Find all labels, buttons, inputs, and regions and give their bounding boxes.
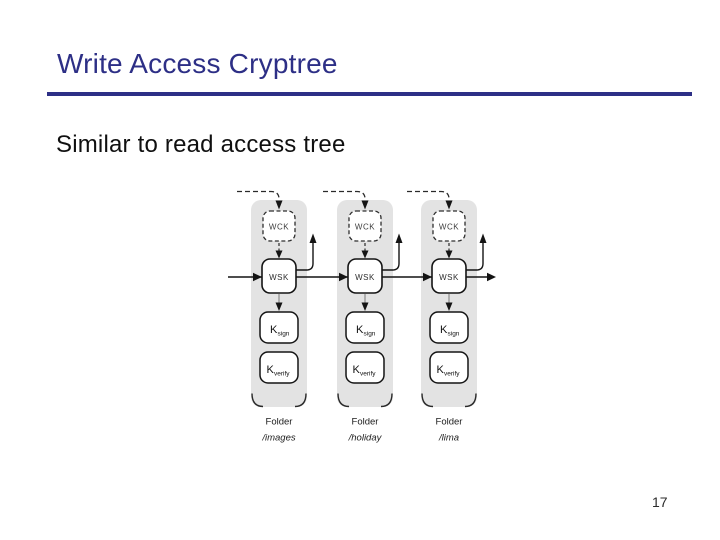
wsk-box <box>347 258 383 294</box>
arrowhead-into-wsk-2 <box>339 272 348 282</box>
wsk-up-elbow-line <box>284 242 314 271</box>
folder-column-lima: WCK WSK K sign K verify Folder /lima <box>407 190 487 444</box>
ksign-label-main: K <box>270 324 278 336</box>
column-bottom-left-arc <box>421 393 434 408</box>
arrowhead-into-wsk-3 <box>423 272 432 282</box>
wck-label: WCK <box>355 223 375 232</box>
down-arrowhead-into-ksign <box>275 302 283 311</box>
kverify-box <box>259 351 299 384</box>
folder-label: Folder <box>436 417 463 428</box>
wck-box <box>262 210 296 242</box>
dashed-key-inflow-line <box>323 190 366 200</box>
wck-label: WCK <box>439 223 459 232</box>
arrowhead-into-wsk-1 <box>253 272 262 282</box>
up-arrowhead <box>309 233 317 243</box>
up-arrowhead <box>395 233 403 243</box>
kverify-box <box>345 351 385 384</box>
folder-name: /holiday <box>348 433 383 444</box>
column-bottom-right-arc <box>464 393 477 408</box>
wsk-label: WSK <box>269 273 289 282</box>
down-arrowhead-into-wck <box>445 200 453 210</box>
wsk-box <box>431 258 467 294</box>
ksign-box <box>429 311 469 344</box>
kverify-label-main: K <box>353 364 361 376</box>
kverify-label-sub: verify <box>360 371 376 378</box>
wck-box <box>432 210 466 242</box>
wsk-label: WSK <box>355 273 375 282</box>
folder-label: Folder <box>352 417 379 428</box>
wck-label: WCK <box>269 223 289 232</box>
down-arrowhead-into-wsk <box>275 250 283 259</box>
ksign-box <box>259 311 299 344</box>
kverify-label-sub: verify <box>274 371 290 378</box>
kverify-label-sub: verify <box>444 371 460 378</box>
folder-column-holiday: WCK WSK K sign K verify Folder /holiday <box>323 190 403 444</box>
dashed-key-inflow-line <box>237 190 280 200</box>
wsk-label: WSK <box>439 273 459 282</box>
page-number: 17 <box>652 494 668 510</box>
column-bottom-right-arc <box>380 393 393 408</box>
down-arrowhead-into-wsk <box>445 250 453 259</box>
folder-column-images: WCK WSK K sign K verify Folder /images <box>237 190 317 444</box>
ksign-label-main: K <box>356 324 364 336</box>
kverify-label-main: K <box>267 364 275 376</box>
up-arrowhead <box>479 233 487 243</box>
title-underline-rule <box>47 92 692 96</box>
ksign-label-sub: sign <box>278 331 290 338</box>
dashed-key-inflow-line <box>407 190 450 200</box>
folder-name: /images <box>261 433 296 444</box>
ksign-label-main: K <box>440 324 448 336</box>
ksign-label-sub: sign <box>448 331 460 338</box>
down-arrowhead-into-wck <box>275 200 283 210</box>
ksign-box <box>345 311 385 344</box>
column-bottom-left-arc <box>251 393 264 408</box>
wsk-up-elbow-line <box>454 242 484 271</box>
down-arrowhead-into-wsk <box>361 250 369 259</box>
slide-subtitle: Similar to read access tree <box>56 131 346 158</box>
down-arrowhead-into-ksign <box>445 302 453 311</box>
arrowhead-chain-exit <box>487 272 496 282</box>
column-bottom-right-arc <box>294 393 307 408</box>
wck-box <box>348 210 382 242</box>
folder-label: Folder <box>266 417 293 428</box>
column-bottom-left-arc <box>337 393 350 408</box>
wsk-up-elbow-line <box>370 242 400 271</box>
kverify-label-main: K <box>437 364 445 376</box>
down-arrowhead-into-ksign <box>361 302 369 311</box>
ksign-label-sub: sign <box>364 331 376 338</box>
kverify-box <box>429 351 469 384</box>
down-arrowhead-into-wck <box>361 200 369 210</box>
slide-title: Write Access Cryptree <box>57 48 338 79</box>
folder-name: /lima <box>438 433 459 444</box>
wsk-box <box>261 258 297 294</box>
